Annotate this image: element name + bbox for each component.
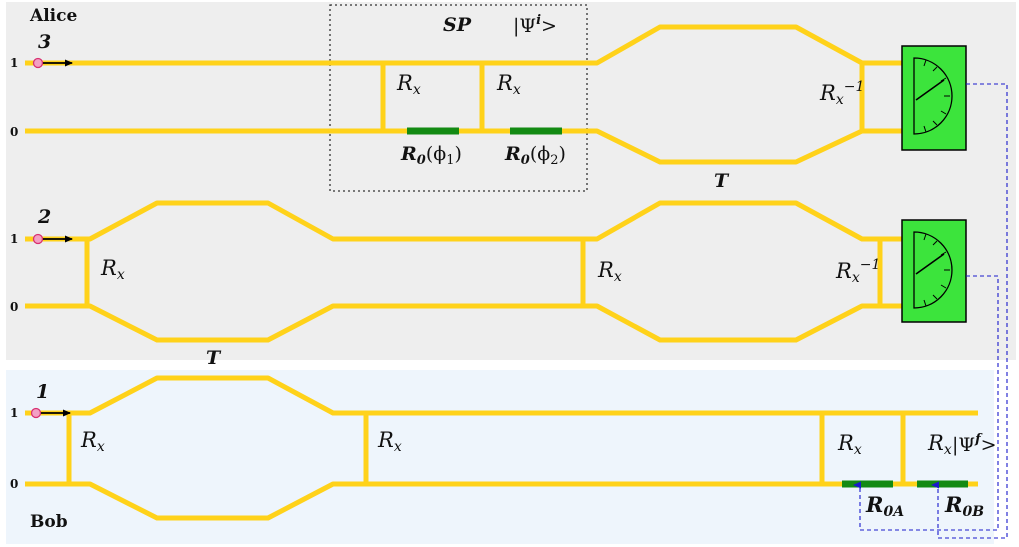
qubit-number-2: 2 — [38, 206, 52, 228]
rx-couplers — [66, 63, 906, 484]
qubit-number-1: 1 — [36, 381, 50, 403]
rx-inv-label-q2: Rx−1 — [836, 257, 881, 286]
alice-label: Alice — [30, 6, 78, 26]
rx-label-q3-b: Rx — [497, 71, 521, 98]
phase-shifters — [407, 127, 968, 488]
photon-dot-icon — [30, 407, 71, 419]
t-label-q3: T — [714, 170, 729, 192]
rx-label-q2-a: Rx — [101, 256, 125, 283]
waveguide-q3-rail1 — [25, 24, 905, 66]
feed-forward-from-detector-bottom — [853, 275, 999, 531]
r0-phi2-label: R0(ϕ2) — [505, 143, 566, 168]
waveguide-q2-rail0 — [25, 303, 905, 343]
r0b-label: R0B — [945, 492, 985, 520]
feed-forward-lines — [853, 83, 1008, 539]
rx-label-q1-c: Rx — [838, 431, 862, 458]
rx-label-q2-b: Rx — [598, 258, 622, 285]
waveguide-q3-rail0 — [25, 128, 905, 165]
rail-label-q2-zero: 0 — [10, 300, 19, 314]
photon-dot-icon — [32, 57, 73, 69]
rail-label-q1-zero: 0 — [10, 477, 19, 491]
rail-label-q2-one: 1 — [10, 232, 19, 246]
feed-forward-from-detector-top — [931, 83, 1008, 539]
rx-label-q3-a: Rx — [397, 71, 421, 98]
waveguides — [25, 24, 978, 521]
r0-phi1-label: R0(ϕ1) — [401, 143, 462, 168]
bob-label: Bob — [30, 512, 68, 532]
psi-final-label: |Ψf> — [952, 432, 997, 456]
detector-dial-icon — [901, 219, 967, 323]
photon-dot-icon — [32, 233, 73, 245]
qubit-number-3: 3 — [38, 31, 52, 53]
rail-label-q3-zero: 0 — [10, 125, 19, 139]
psi-initial-label: |Ψi> — [513, 13, 557, 37]
t-label-q2: T — [206, 347, 221, 369]
bob-section-background — [6, 370, 994, 544]
rx-inv-label-q3: Rx−1 — [820, 79, 865, 108]
r0a-label: R0A — [866, 492, 905, 520]
rx-label-q1-d: Rx — [928, 431, 952, 458]
waveguide-q1-rail1 — [25, 375, 978, 416]
waveguide-q1-rail0 — [25, 481, 978, 521]
waveguide-q2-rail1 — [25, 200, 905, 242]
rail-label-q1-one: 1 — [10, 406, 19, 420]
rail-label-q3-one: 1 — [10, 56, 19, 70]
detector-dial-icon — [901, 45, 967, 151]
sp-state-prep-box — [329, 4, 588, 192]
rx-label-q1-a: Rx — [81, 428, 105, 455]
rx-label-q1-b: Rx — [378, 428, 402, 455]
sp-label: SP — [443, 14, 472, 36]
